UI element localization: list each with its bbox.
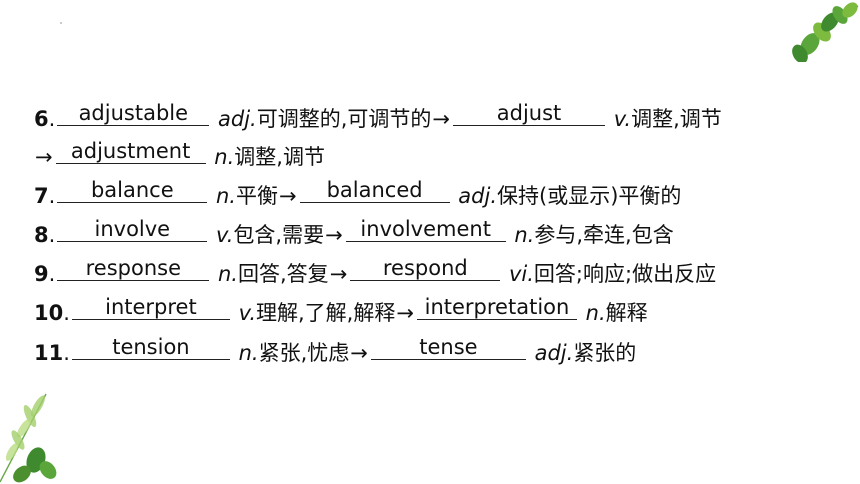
answer-blank: involve (57, 216, 208, 242)
answer-blank: interpret (71, 294, 230, 320)
vocab-item-6-continued: → adjustment n.调整,调节 (34, 138, 325, 172)
vocab-item-9: 9.response n.回答,答复→respond vi.回答;响应;做出反应 (34, 255, 717, 286)
part-of-speech: v. (613, 107, 632, 131)
arrow-icon: → (279, 184, 297, 208)
meaning-text: 参与,牵连,包含 (534, 223, 674, 247)
meaning-text: 回答,答复 (238, 262, 329, 286)
arrow-icon: → (329, 262, 348, 286)
answer-text: tension (112, 335, 190, 359)
leaf-decoration-bottom-left (0, 393, 57, 483)
meaning-text: 调整,调节 (631, 107, 722, 131)
part-of-speech: n. (585, 301, 606, 325)
part-of-speech: n. (238, 341, 259, 365)
part-of-speech: adj. (218, 107, 257, 131)
answer-text: adjustable (78, 101, 189, 125)
part-of-speech: n. (514, 223, 535, 247)
item-number: 11 (34, 341, 64, 365)
part-of-speech: n. (216, 184, 236, 208)
answer-blank: tension (71, 334, 230, 360)
answer-blank: balance (57, 177, 208, 203)
meaning-text: 可调整的,可调节的 (256, 107, 432, 131)
item-number: 6 (34, 107, 49, 131)
part-of-speech: adj. (534, 341, 574, 365)
answer-text: involvement (360, 217, 491, 241)
part-of-speech: n. (214, 145, 235, 169)
answer-blank: response (57, 255, 210, 281)
answer-text: interpretation (424, 295, 570, 319)
part-of-speech: adj. (458, 184, 498, 208)
meaning-text: 紧张,忧虑 (258, 341, 350, 365)
leaf-decoration-top-right (792, 2, 859, 62)
meaning-text: 解释 (605, 301, 648, 325)
part-of-speech: n. (218, 262, 238, 286)
answer-text: involve (94, 217, 171, 241)
meaning-text: 回答;响应;做出反应 (533, 262, 717, 286)
answer-blank: adjustment (55, 138, 206, 164)
decorative-dot (60, 22, 62, 24)
meaning-text: 理解,了解,解释 (256, 301, 396, 325)
answer-blank: adjustable (57, 100, 210, 126)
item-number: 9 (34, 262, 49, 286)
answer-text: respond (382, 256, 468, 280)
arrow-icon: → (350, 341, 368, 365)
vocab-item-8: 8.involve v.包含,需要→involvement n.参与,牵连,包含 (34, 216, 674, 247)
vocab-item-10: 10.interpret v.理解,了解,解释→interpretation n… (34, 294, 648, 325)
vocab-item-7: 7.balance n.平衡→balanced adj.保持(或显示)平衡的 (34, 177, 682, 208)
meaning-text: 包含,需要 (233, 223, 325, 247)
answer-blank: respond (350, 255, 501, 281)
answer-blank: involvement (345, 216, 506, 242)
vocab-item-6: 6.adjustable adj.可调整的,可调节的→adjust v.调整,调… (34, 100, 722, 131)
arrow-icon: → (396, 301, 414, 325)
item-number: 8 (34, 223, 49, 247)
answer-text: balance (90, 178, 174, 202)
part-of-speech: vi. (508, 262, 534, 286)
arrow-icon: → (35, 145, 53, 169)
meaning-text: 保持(或显示)平衡的 (497, 184, 682, 208)
arrow-icon: → (325, 223, 343, 247)
meaning-text: 调整,调节 (234, 145, 325, 169)
answer-blank: tense (370, 334, 526, 360)
item-number: 10 (34, 301, 64, 325)
answer-text: response (85, 256, 181, 280)
answer-blank: adjust (453, 100, 606, 126)
answer-text: balanced (326, 178, 423, 202)
vocab-item-11: 11.tension n.紧张,忧虑→tense adj.紧张的 (34, 334, 637, 365)
answer-blank: interpretation (416, 294, 577, 320)
answer-text: interpret (105, 295, 197, 319)
answer-text: adjustment (70, 139, 191, 163)
part-of-speech: v. (238, 301, 256, 325)
answer-text: adjust (496, 101, 562, 125)
arrow-icon: → (432, 107, 451, 131)
meaning-text: 紧张的 (573, 341, 637, 365)
answer-blank: balanced (299, 177, 450, 203)
answer-text: tense (419, 335, 478, 359)
meaning-text: 平衡 (236, 184, 278, 208)
item-number: 7 (34, 184, 49, 208)
part-of-speech: v. (216, 223, 234, 247)
